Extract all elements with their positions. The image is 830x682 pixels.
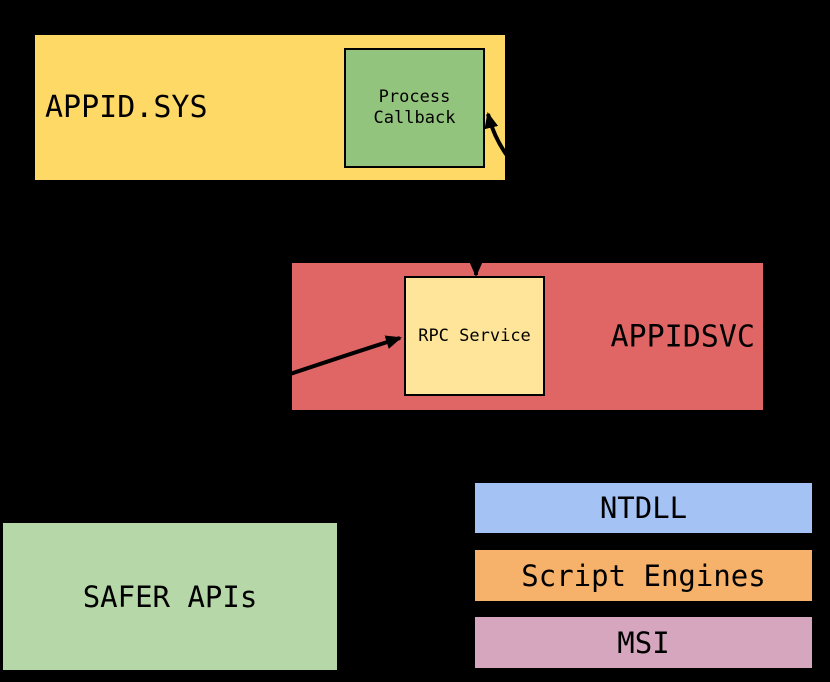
- node-ntdll: NTDLL: [475, 483, 812, 533]
- node-msi: MSI: [475, 617, 812, 668]
- node-appidsvc-label: APPIDSVC: [610, 319, 756, 354]
- node-msi-label: MSI: [617, 625, 670, 660]
- node-process-callback-label: Process Callback: [373, 87, 456, 128]
- node-script-engines: Script Engines: [475, 550, 812, 601]
- node-rpc-service: RPC Service: [404, 276, 545, 396]
- node-appid-sys-label: APPID.SYS: [45, 90, 208, 125]
- node-rpc-service-label: RPC Service: [418, 326, 531, 346]
- node-safer-apis: SAFER APIs: [3, 523, 337, 670]
- node-process-callback: Process Callback: [344, 48, 485, 168]
- node-script-engines-label: Script Engines: [521, 558, 766, 593]
- node-ntdll-label: NTDLL: [599, 491, 688, 525]
- node-safer-apis-label: SAFER APIs: [82, 579, 258, 614]
